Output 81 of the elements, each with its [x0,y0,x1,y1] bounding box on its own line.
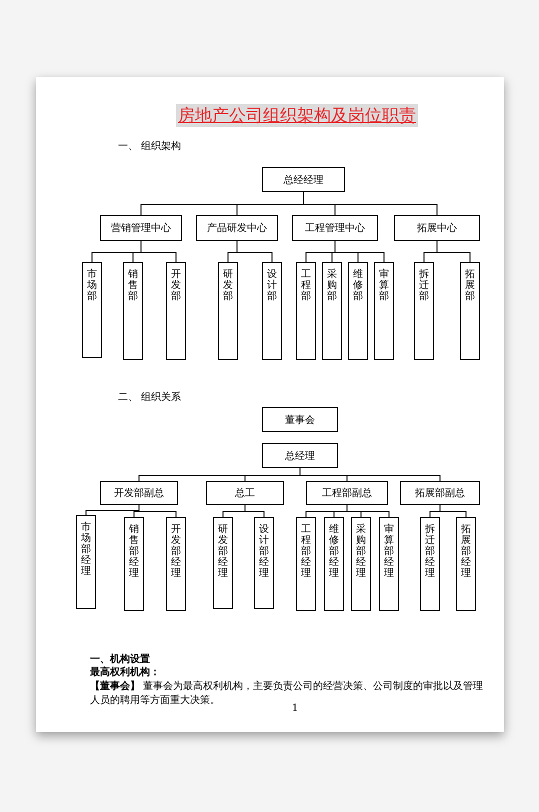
box-label: 市场部经理 [81,522,91,577]
org-box [196,215,278,241]
box-label: 采购部 [327,269,337,302]
box-label: 拓展部副总 [415,486,465,500]
box-label: 维修部 [353,269,363,302]
department-box [460,262,480,360]
box-label: 拆迁部 [419,269,429,302]
connector-line [436,240,470,262]
box-label: 工程部经理 [301,524,311,579]
box-label: 审算部经理 [384,524,394,579]
box-label: 采购部经理 [356,524,366,579]
box-label: 维修部经理 [329,524,339,579]
title: 房地产公司组织架构及岗位职责 [176,104,418,127]
connector-line [244,504,264,518]
department-box [351,517,371,611]
box-label: 研发部 [223,269,233,302]
box-label: 设计部经理 [259,524,269,579]
department-box [324,517,344,611]
org-box [262,443,338,468]
box-label: 拓展部 [465,269,475,302]
box-label: 市场部 [87,269,97,302]
org-box [262,407,338,432]
department-box [82,262,102,358]
connector-line [236,240,272,262]
box-label: 设计部 [267,269,277,302]
department-box [76,515,96,609]
org-box [262,167,345,192]
department-box [420,517,440,611]
box-label: 销售部 [128,269,138,302]
box-label: 开发部副总 [114,486,164,500]
department-box [322,262,342,360]
connector-line [138,504,176,518]
department-box [218,262,238,360]
page-number: 1 [290,703,300,715]
box-label: 审算部 [379,269,389,302]
department-box [348,262,368,360]
org-box [394,215,480,241]
org-box [292,215,378,241]
box-label: 产品研发中心 [207,222,267,235]
org-box [306,481,388,505]
org-box [100,481,178,505]
department-box [456,517,476,611]
box-label: 拓展部经理 [461,524,471,579]
box-label: 总经经理 [284,174,324,186]
org-box [100,215,182,241]
department-box [166,262,186,360]
box-label: 营销管理中心 [111,222,171,235]
box-label: 总工 [235,486,255,500]
box-label: 工程部 [301,269,311,302]
box-label: 销售部经理 [129,524,139,579]
box-label: 拓展中心 [417,222,457,235]
department-box [123,262,143,360]
department-box [213,517,233,609]
section-heading: 一、 组织架构 [118,141,182,153]
connector-line [300,468,440,482]
box-label: 开发部经理 [171,524,181,579]
org-box [206,481,284,505]
box-label: 开发部 [171,269,181,302]
connector-line [346,504,390,518]
department-box [262,262,282,360]
box-label: 工程管理中心 [305,222,365,235]
department-box [166,517,186,611]
department-box [379,517,399,611]
box-label: 总经理 [285,450,315,462]
section-heading: 一、机构设置 [90,654,151,666]
box-label: 董事会 [285,414,315,426]
department-box [124,517,144,611]
department-box [374,262,394,360]
box-label: 工程部副总 [322,486,372,500]
connector-line [140,240,176,262]
org-box [400,481,480,505]
connector-line [303,192,438,216]
connector-line [440,504,466,518]
box-label: 拆迁部经理 [425,524,435,579]
department-box [296,517,316,611]
box-label: 研发部经理 [218,524,228,579]
department-box [254,517,274,609]
department-box [296,262,316,360]
department-box [414,262,434,360]
section-heading: 二、 组织关系 [118,392,182,404]
subheading: 最高权利机构： [90,667,161,679]
